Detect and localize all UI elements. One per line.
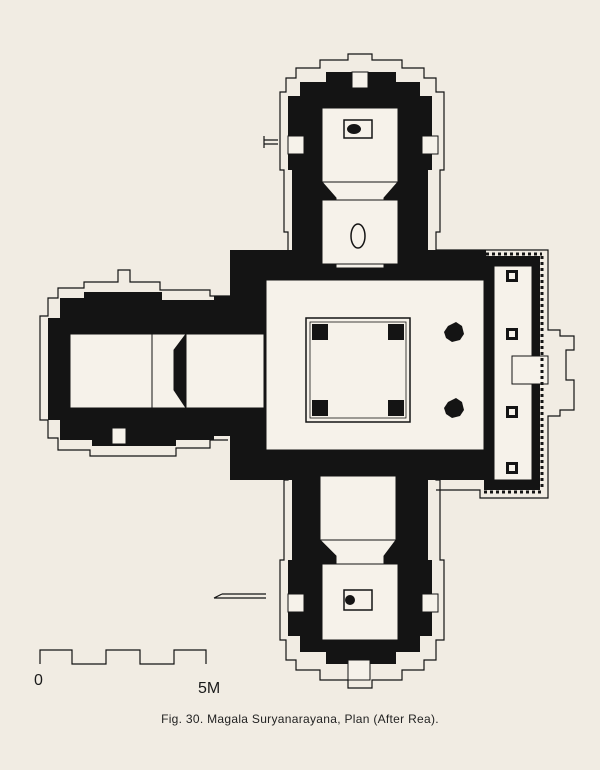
scale-end-label: 5M	[198, 680, 221, 697]
south-sanctum-chamber	[321, 563, 399, 641]
north-shrine-outline	[279, 53, 445, 250]
dais-pillar-sw	[312, 400, 328, 416]
scale-bar-lines	[39, 649, 207, 665]
south-shrine-outline	[279, 460, 445, 689]
scale-start-label: 0	[34, 672, 43, 689]
west-vestibule-link	[151, 333, 187, 409]
central-hall-floor	[265, 279, 485, 451]
south-water-spout	[213, 593, 266, 599]
west-sanctum-chamber	[69, 333, 153, 409]
hall-wall-south	[230, 450, 486, 480]
hall-pillar-south	[444, 398, 464, 418]
south-pedestal	[343, 589, 373, 611]
east-porch-outline	[436, 249, 575, 499]
dais-pillar-se	[388, 400, 404, 416]
dais-pillar-ne	[388, 324, 404, 340]
dais-pillar-nw	[312, 324, 328, 340]
south-antechamber	[319, 475, 397, 541]
west-shrine-outline	[39, 269, 232, 457]
north-pedestal	[343, 119, 373, 139]
north-water-spout	[263, 136, 278, 148]
hall-pillar-north	[444, 322, 464, 342]
central-dais-outer	[305, 317, 411, 423]
north-shrine-idol	[350, 223, 366, 249]
west-antechamber	[185, 333, 265, 409]
central-dais-inner	[309, 321, 407, 419]
figure-caption: Fig. 30. Magala Suryanarayana, Plan (Aft…	[161, 712, 439, 726]
north-sanctum-chamber	[321, 107, 399, 183]
north-antechamber	[321, 199, 399, 265]
